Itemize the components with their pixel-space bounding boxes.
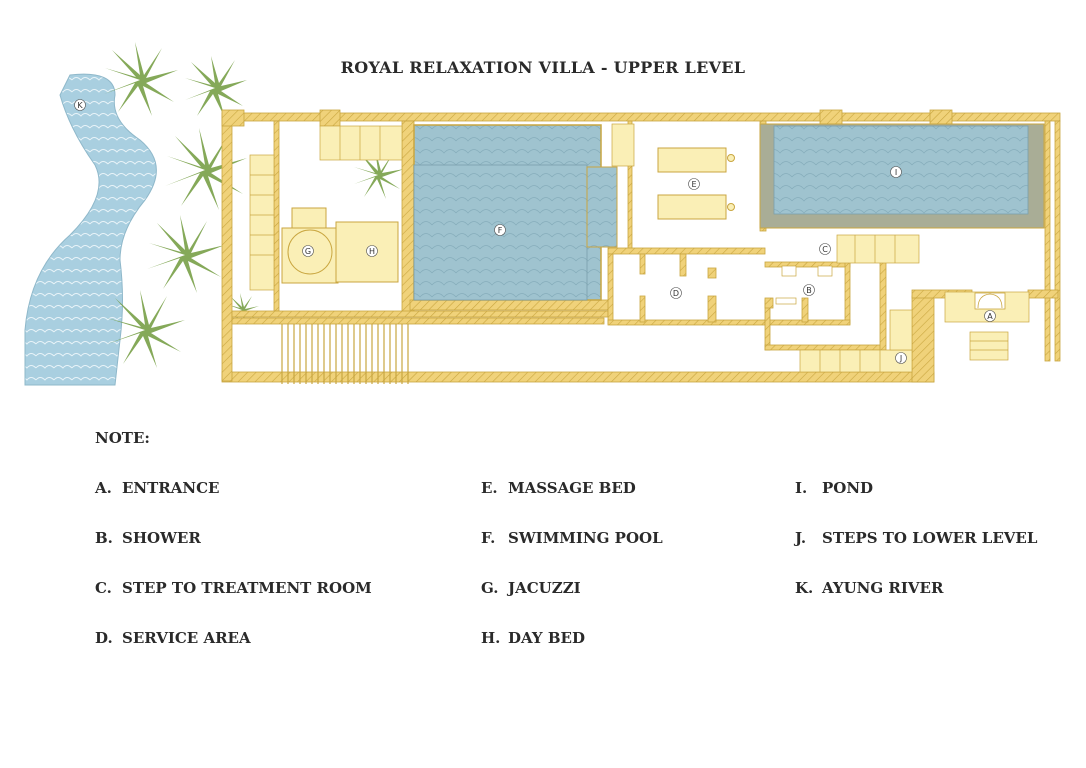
legend-item-b: B. SHOWER [95,529,201,547]
marker-a [984,310,996,322]
diagram-title: ROYAL RELAXATION VILLA - UPPER LEVEL [340,58,746,77]
legend-item-g: G. JACUZZI [481,579,581,597]
legend-key: F. [481,529,496,547]
legend-label: POND [822,479,874,497]
legend-item-c: C. STEP TO TREATMENT ROOM [95,579,372,597]
legend-key: B. [95,529,113,547]
marker-e-text: E [691,180,696,189]
legend-key: H. [481,629,501,647]
marker-g [302,245,314,257]
marker-h [366,245,378,257]
legend-label: ENTRANCE [122,479,220,497]
marker-d [670,287,682,299]
marker-k [74,99,86,111]
entrance-door [974,292,1006,310]
grate-steps [281,324,409,384]
marker-b [803,284,815,296]
steps [249,123,1030,373]
legend-item-d: D. SERVICE AREA [95,629,251,647]
legend-label: STEPS TO LOWER LEVEL [822,529,1038,547]
legend-key: K. [795,579,814,597]
marker-f [494,224,506,236]
marker-f-text: F [498,226,503,235]
marker-a-text: A [987,312,993,321]
legend-key: G. [481,579,499,597]
legend-key: J. [795,529,807,547]
legend-key: D. [95,629,113,647]
marker-c-text: C [822,245,828,254]
marker-h-text: H [369,247,375,256]
legend-label: SHOWER [122,529,201,547]
markers [74,99,996,364]
legend-item-i: I. POND [795,479,873,497]
legend-key: I. [795,479,808,497]
legend-item-f: F. SWIMMING POOL [481,529,663,547]
jacuzzi-daybed [281,207,399,284]
legend-item-a: A. ENTRANCE [95,479,220,497]
legend-item-h: H. DAY BED [481,629,585,647]
palm-trees [104,42,404,368]
legend-item-e: E. MASSAGE BED [481,479,636,497]
legend-label: SERVICE AREA [122,629,251,647]
legend-label: MASSAGE BED [508,479,636,497]
legend-label: AYUNG RIVER [822,579,944,597]
marker-c [819,243,831,255]
marker-j-text: J [899,354,902,363]
legend-item-j: J. STEPS TO LOWER LEVEL [795,529,1037,547]
marker-k-text: K [77,101,83,110]
marker-j [895,352,907,364]
legend-label: STEP TO TREATMENT ROOM [122,579,372,597]
marker-i [890,166,902,178]
legend-key: C. [95,579,112,597]
marker-g-text: G [305,247,311,256]
note-heading: NOTE: [95,429,150,447]
legend-label: SWIMMING POOL [508,529,663,547]
marker-i-text: I [895,168,897,177]
legend-key: A. [95,479,112,497]
legend-key: E. [481,479,498,497]
legend-label: DAY BED [508,629,585,647]
marker-e [688,178,700,190]
marker-b-text: B [806,286,812,295]
ayung-river [24,73,157,386]
legend-label: JACUZZI [508,579,581,597]
legend-item-k: K. AYUNG RIVER [795,579,943,597]
floor-plan: A B C D E F G H I J K [24,42,1061,386]
massage-beds [657,147,735,220]
marker-d-text: D [673,289,679,298]
